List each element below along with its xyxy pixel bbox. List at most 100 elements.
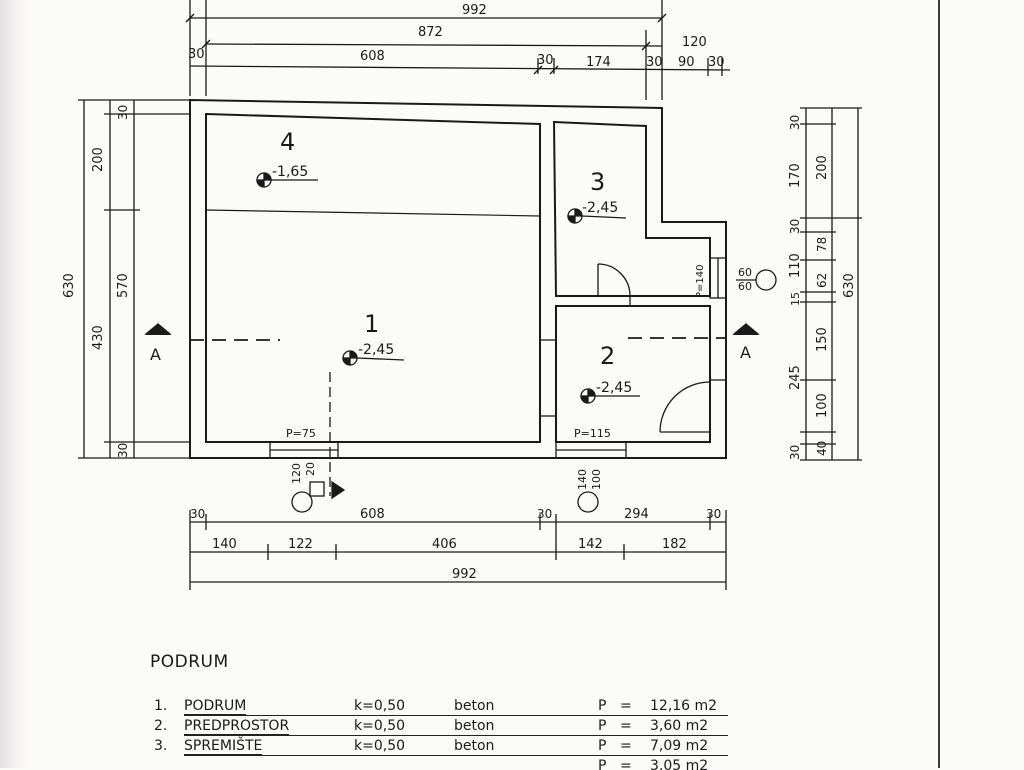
window-marker-icon (577, 491, 599, 513)
dim-right-170: 170 (788, 163, 803, 188)
legend-row-name: SPREMIŠTE (184, 738, 263, 755)
dim-right-30-top: 30 (788, 115, 802, 130)
paper-left-edge (0, 0, 26, 768)
dim-bottom-30-left: 30 (190, 507, 205, 521)
dim-left-570: 570 (116, 273, 131, 298)
legend-row: 3. SPREMIŠTE k=0,50 beton P = 7,09 m2 (150, 738, 750, 758)
legend-row-k: k=0,50 (354, 718, 406, 734)
dim-bottom-140: 140 (212, 537, 237, 552)
dim-bottom-182: 182 (662, 537, 687, 552)
right-dimensions: 30 170 30 110 15 245 30 200 78 62 150 10… (788, 107, 862, 461)
legend-row-number: 2. (154, 718, 168, 734)
legend-row: P = 3,05 m2 (150, 758, 750, 770)
dim-left-30-bottom: 30 (116, 443, 130, 458)
opening-p75: P=75 (286, 427, 316, 440)
legend-row-eq: = (620, 698, 632, 714)
opening-p115: P=115 (574, 427, 611, 440)
dim-bottom-608: 608 (360, 507, 385, 522)
dim-right-30-mid: 30 (788, 219, 802, 234)
dim-right-30-bottom: 30 (788, 445, 802, 460)
legend-row-area: 7,09 m2 (650, 738, 709, 754)
legend-row-material: beton (454, 738, 495, 754)
legend-row-k: k=0,50 (354, 698, 406, 714)
level-room-2: -2,45 (596, 380, 632, 396)
window-height-140: 140 (576, 469, 589, 490)
window-marker-icon (755, 269, 777, 291)
opening-p140: P=140 (695, 265, 706, 299)
dim-bottom-142: 142 (578, 537, 603, 552)
section-label-left: A (150, 345, 161, 364)
dim-top-30-mid: 30 (537, 53, 554, 68)
dim-top-30-r2: 30 (708, 55, 725, 70)
dim-right-62: 62 (815, 273, 829, 288)
window-marker-icon (291, 491, 313, 513)
dim-top-174: 174 (586, 55, 611, 70)
legend-row-p: P (598, 718, 607, 734)
legend-row-p: P (598, 698, 607, 714)
legend-row-material: beton (454, 698, 495, 714)
arrow-marker-icon (331, 480, 346, 500)
dim-right-110: 110 (788, 253, 803, 278)
dim-bottom-30-mid: 30 (537, 507, 552, 521)
dim-right-245: 245 (788, 365, 803, 390)
dim-top-30-left: 30 (188, 47, 205, 62)
dim-right-630: 630 (842, 273, 857, 298)
dim-left-630: 630 (62, 273, 77, 298)
dim-top-992: 992 (462, 3, 487, 18)
room-labels: 4 -1,65 1 -2,45 3 -2,45 2 -2,45 (256, 128, 640, 404)
legend-row: 1. PODRUM k=0,50 beton P = 12,16 m2 (150, 698, 750, 718)
dim-top-608: 608 (360, 49, 385, 64)
legend-row: 2. PREDPROSTOR k=0,50 beton P = 3,60 m2 (150, 718, 750, 738)
level-room-4: -1,65 (272, 164, 308, 180)
dim-bottom-122: 122 (288, 537, 313, 552)
bottom-dimensions: 30 608 30 294 30 140 122 406 142 182 992 (189, 507, 727, 590)
legend-row-material: beton (454, 718, 495, 734)
legend-row-eq: = (620, 738, 632, 754)
room-number-4: 4 (280, 128, 295, 156)
dim-left-200: 200 (91, 147, 106, 172)
legend-row-name: PODRUM (184, 698, 247, 715)
dim-right-78: 78 (815, 237, 829, 252)
window-height-120: 120 (290, 463, 303, 484)
window-height-60a: 60 (738, 266, 752, 279)
window-height-100: 100 (590, 469, 603, 490)
room-legend: PODRUM 1. PODRUM k=0,50 beton P = 12,16 … (150, 652, 750, 770)
paper-right-border (938, 0, 940, 768)
legend-row-p: P (598, 738, 607, 754)
legend-row-eq: = (620, 758, 632, 770)
dim-bottom-294: 294 (624, 507, 649, 522)
legend-row-eq: = (620, 718, 632, 734)
level-marker-icon (256, 172, 318, 188)
legend-row-area: 3,05 m2 (650, 758, 709, 770)
section-label-right: A (740, 343, 751, 362)
dim-left-30-top: 30 (116, 105, 130, 120)
dim-top-90: 90 (678, 55, 695, 70)
top-dimensions: 992 872 120 30 608 30 174 30 90 30 (185, 0, 731, 100)
dim-right-15: 15 (789, 292, 802, 306)
dim-top-120: 120 (682, 35, 707, 50)
dim-right-200: 200 (815, 155, 830, 180)
dim-right-40: 40 (815, 441, 829, 456)
legend-row-number: 3. (154, 738, 168, 754)
legend-row-underline (184, 735, 728, 736)
legend-row-area: 3,60 m2 (650, 718, 709, 734)
level-room-1: -2,45 (358, 342, 394, 358)
dim-bottom-30-right: 30 (706, 507, 721, 521)
dim-bottom-992: 992 (452, 567, 477, 582)
legend-row-underline (184, 715, 728, 716)
room-number-1: 1 (364, 310, 379, 338)
dim-left-430: 430 (91, 325, 106, 350)
level-marker-icon (580, 388, 640, 404)
dim-top-872: 872 (418, 25, 443, 40)
legend-row-underline (184, 755, 728, 756)
dim-top-30-r1: 30 (646, 55, 663, 70)
legend-row-area: 12,16 m2 (650, 698, 718, 714)
window-height-60b: 60 (738, 280, 752, 293)
level-marker-icon (342, 350, 405, 366)
level-marker-icon (567, 208, 627, 224)
room-number-3: 3 (590, 168, 605, 196)
legend-row-number: 1. (154, 698, 168, 714)
walls (189, 98, 727, 459)
legend-row-name: PREDPROSTOR (184, 718, 290, 735)
legend-row-k: k=0,50 (354, 738, 406, 754)
